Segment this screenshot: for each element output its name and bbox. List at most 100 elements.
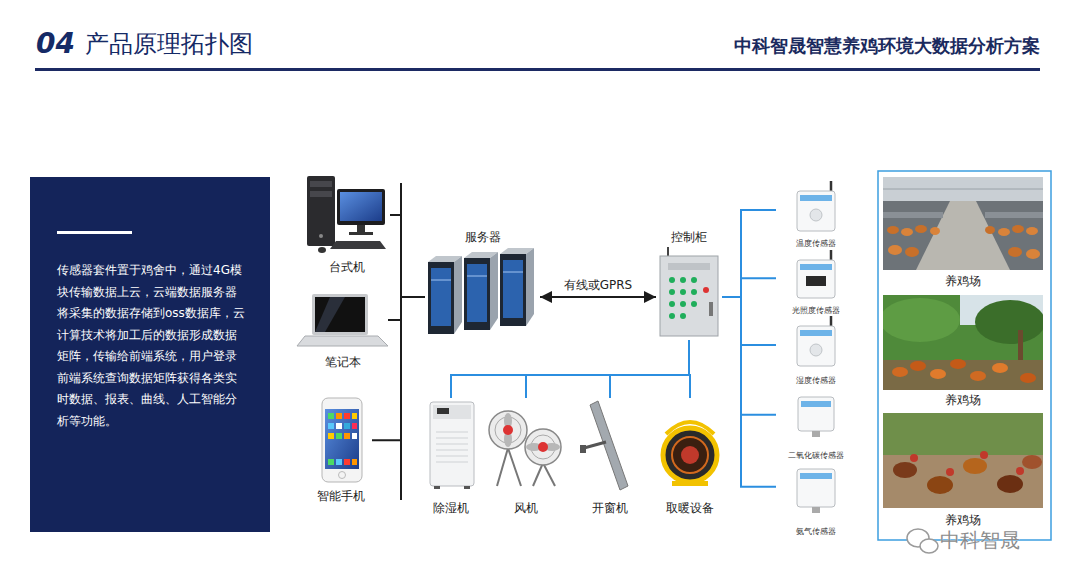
connection-label: 有线或GPRS	[561, 278, 636, 293]
panel-text: 传感器套件置于鸡舍中，通过4G模块传输数据上云，云端数据服务器将采集的数据存储到…	[57, 260, 247, 432]
smartphone-part	[344, 459, 350, 465]
dehumidifier-part	[436, 432, 468, 433]
node-label: 开窗机	[592, 501, 628, 516]
farm-photo-part	[992, 363, 1008, 373]
device-laptop: 笔记本	[298, 292, 388, 370]
heater	[663, 422, 717, 486]
farm-photo-node: 养鸡场	[883, 177, 1043, 289]
farm-photo-part	[930, 369, 946, 379]
laptop-part	[297, 336, 388, 346]
sensor-devices-part	[797, 326, 835, 366]
node-label: 台式机	[329, 260, 365, 275]
smartphone-part	[344, 423, 350, 429]
desktop-computer-part	[340, 192, 382, 221]
sensor-node: 氨气传感器	[776, 463, 856, 537]
smartphone-part	[336, 433, 342, 439]
farm-photo-part	[1020, 373, 1036, 383]
device-desktop: 台式机	[303, 175, 390, 275]
smartphone-part	[352, 413, 357, 419]
farm-photo-part	[946, 468, 954, 476]
control-cabinet-part	[680, 301, 686, 307]
farm-photo-part	[1016, 467, 1024, 475]
farm-photo-part	[883, 360, 1043, 390]
sensor-devices-part	[798, 397, 834, 431]
farm-photo-node: 养鸡场	[883, 412, 1043, 528]
fan	[489, 411, 561, 486]
farm-photo-part	[963, 458, 987, 474]
farm-photo-part	[901, 228, 913, 236]
farm-photo-part	[883, 298, 960, 342]
server-rack-part	[503, 272, 523, 273]
farm-photo-part	[930, 227, 940, 235]
smartphone-part	[328, 413, 334, 419]
farm-frame	[878, 171, 1051, 540]
smartphone-part	[352, 433, 357, 439]
connector	[526, 340, 689, 398]
connector	[722, 297, 776, 487]
laptop	[297, 294, 388, 346]
farm-photo-node: 养鸡场	[883, 294, 1043, 408]
desktop-computer-part	[319, 234, 323, 238]
connector	[388, 297, 425, 320]
node-label: 光照度传感器	[792, 306, 840, 316]
control-cabinet-part	[669, 289, 675, 295]
fan-part	[503, 425, 513, 435]
header-rule	[35, 68, 1040, 71]
control-cabinet-part	[680, 313, 686, 319]
dehumidifier-part	[464, 486, 470, 489]
farm-photo-part	[997, 475, 1023, 493]
smartphone-part	[339, 472, 346, 479]
connector	[451, 340, 689, 398]
farm-photo	[883, 413, 1043, 508]
control-cabinet-part	[680, 289, 686, 295]
control-cabinet-part	[709, 302, 713, 316]
control-cabinet-part	[680, 277, 686, 283]
farm-photo	[883, 177, 1043, 270]
header-subtitle: 中科智晟智慧养鸡环境大数据分析方案	[734, 34, 1040, 58]
fan-part	[533, 463, 543, 486]
farm-photo-part	[883, 177, 1043, 201]
farm-photo-part	[970, 371, 986, 381]
desktop-computer-part	[307, 176, 335, 246]
actuator-node: 取暖设备	[657, 398, 723, 516]
smartphone-part	[336, 423, 342, 429]
dehumidifier-part	[433, 405, 471, 419]
fan-part	[543, 463, 555, 486]
desktop-computer-part	[318, 247, 326, 253]
control-cabinet-part	[667, 247, 669, 256]
dehumidifier	[430, 402, 474, 489]
smartphone-part	[328, 433, 334, 439]
desktop-computer-part	[337, 189, 385, 225]
farm-photo-part	[883, 413, 1043, 508]
farm-photo-part	[883, 189, 1043, 190]
control-cabinet-part	[660, 256, 718, 336]
connector	[372, 297, 425, 440]
sensor-devices-part	[797, 260, 835, 298]
smartphone	[322, 398, 362, 482]
farm-photo-part	[985, 212, 1043, 218]
node-label: 湿度传感器	[796, 376, 836, 386]
farm-photo-part	[883, 212, 943, 218]
server-rack-part	[490, 252, 498, 330]
dehumidifier-part	[434, 486, 440, 489]
node-label: 智能手机	[317, 489, 365, 504]
panel-rule	[57, 231, 132, 234]
sensor-devices-part	[806, 276, 826, 286]
sensor-devices-part	[810, 344, 822, 356]
sensor-node: 湿度传感器	[776, 320, 856, 386]
sensor-node: 温度传感器	[776, 185, 856, 249]
connector	[722, 210, 776, 297]
sensor-devices-part	[800, 195, 832, 201]
sensor-devices-part	[797, 191, 835, 231]
sensor-node: 二氧化碳传感器	[776, 391, 856, 461]
control-cabinet-part	[669, 313, 675, 319]
watermark: 中科智晟	[940, 527, 1020, 553]
control-cabinet-part	[668, 263, 710, 270]
dehumidifier-part	[437, 408, 449, 414]
control-cabinet-part	[703, 287, 709, 293]
control-cabinet	[660, 247, 718, 336]
device-phone: 智能手机	[310, 396, 372, 504]
description-panel: 传感器套件置于鸡舍中，通过4G模块传输数据上云，云端数据服务器将采集的数据存储到…	[30, 177, 270, 532]
control-cabinet-part	[669, 277, 675, 283]
